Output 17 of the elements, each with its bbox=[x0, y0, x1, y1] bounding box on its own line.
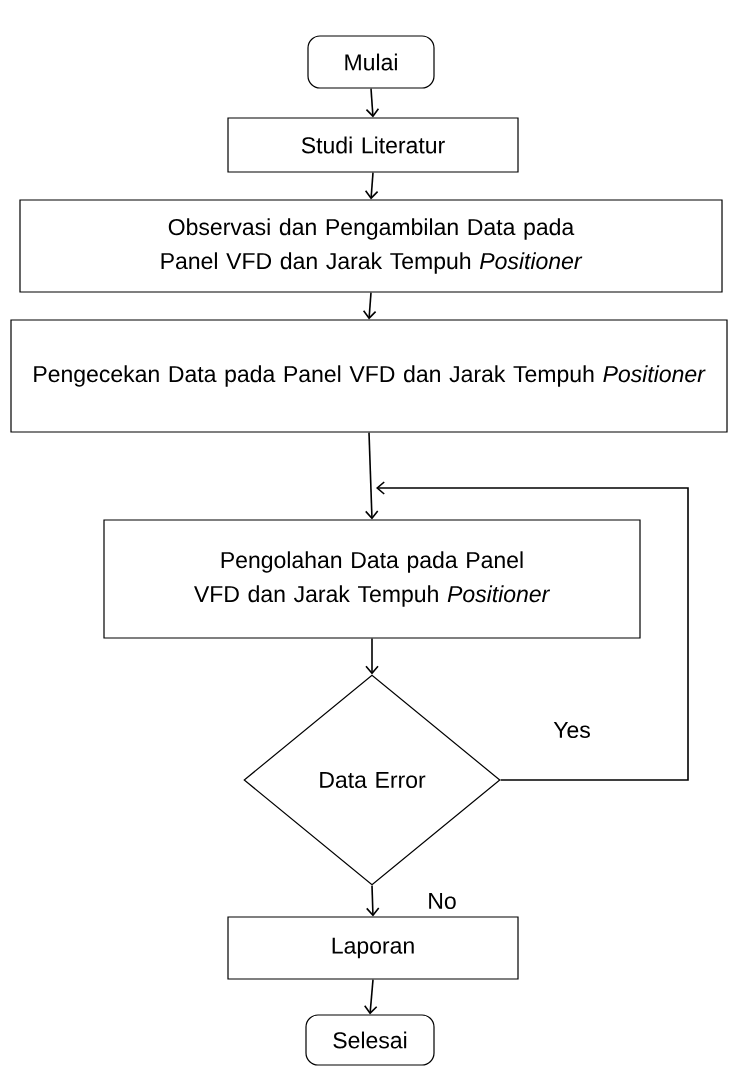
arrow bbox=[365, 884, 380, 917]
edge-label: No bbox=[425, 891, 459, 912]
arrow bbox=[376, 481, 689, 781]
start-terminal: Mulai bbox=[307, 35, 435, 89]
process-box: Laporan bbox=[227, 916, 519, 980]
arrow bbox=[365, 87, 380, 118]
process-box: Observasi dan Pengambilan Data pada Panel VFD dan Jarak Tempuh Positioner bbox=[19, 199, 723, 293]
arrow bbox=[363, 978, 378, 1015]
edge-label: Yes bbox=[551, 720, 593, 741]
process-box: Studi Literatur bbox=[227, 117, 519, 173]
arrow bbox=[362, 291, 377, 320]
arrow bbox=[364, 431, 379, 520]
arrow bbox=[365, 637, 379, 675]
arrow bbox=[364, 171, 379, 200]
process-box: Pengecekan Data pada Panel VFD dan Jarak Tempuh Positioner bbox=[10, 319, 728, 433]
end-terminal: Selesai bbox=[305, 1014, 435, 1066]
process-box: Pengolahan Data pada Panel VFD dan Jarak Tempuh Positioner bbox=[103, 519, 641, 639]
